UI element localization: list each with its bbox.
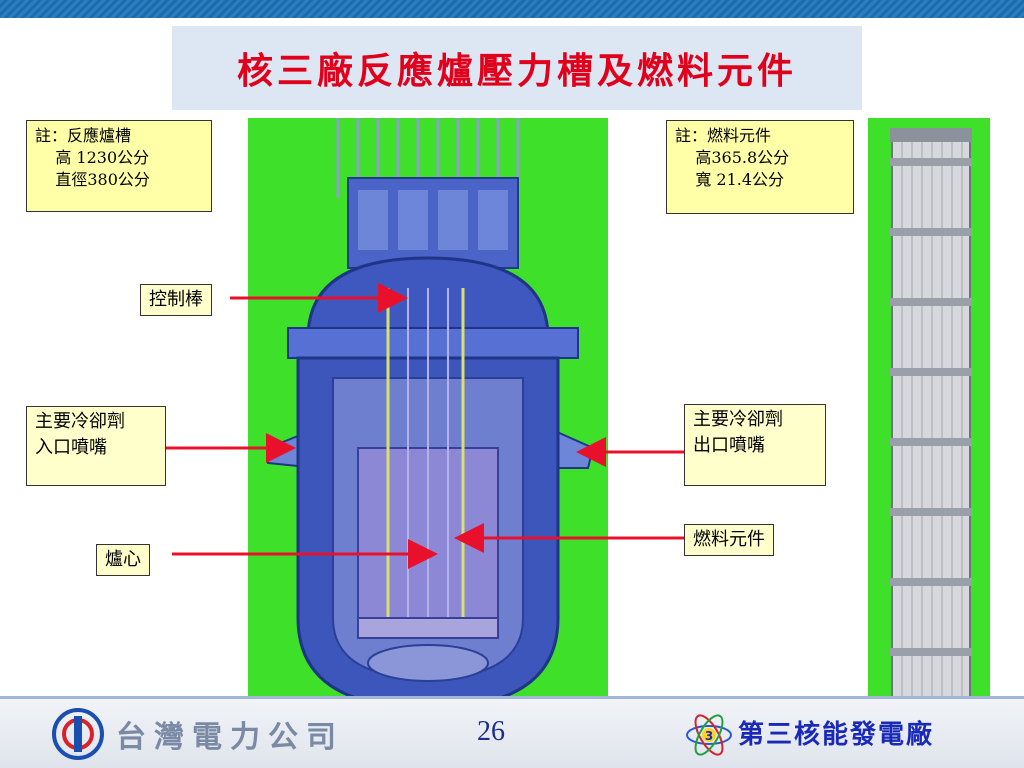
fuel-assembly-label: 燃料元件 xyxy=(684,524,774,556)
atom-logo-icon: 3 xyxy=(686,714,732,756)
control-rod-label-text: 控制棒 xyxy=(149,289,203,310)
plant-name: 第三核能發電廠 xyxy=(738,720,935,750)
coolant-inlet-label: 主要冷卻劑 入口噴嘴 xyxy=(26,406,166,486)
core-label: 爐心 xyxy=(96,544,150,576)
fuel-assembly-image xyxy=(868,118,990,734)
reactor-note-line1: 註：反應爐槽 xyxy=(35,126,132,145)
control-rod-label: 控制棒 xyxy=(140,284,212,316)
reactor-vessel-illustration xyxy=(267,118,595,710)
reactor-note-line3: 直徑380公分 xyxy=(35,170,150,189)
title-banner: 核三廠反應爐壓力槽及燃料元件 xyxy=(172,26,862,110)
coolant-inlet-line2: 入口噴嘴 xyxy=(35,437,107,458)
fuel-spec-note: 註：燃料元件 高365.8公分 寬 21.4公分 xyxy=(666,120,854,214)
reactor-vessel-image xyxy=(248,118,608,726)
footer-divider xyxy=(0,696,1024,699)
fuel-note-line1: 註：燃料元件 xyxy=(675,126,772,145)
coolant-outlet-line1: 主要冷卻劑 xyxy=(693,409,783,430)
core-label-text: 爐心 xyxy=(105,549,141,570)
top-decorative-bar xyxy=(0,0,1024,18)
fuel-note-line2: 高365.8公分 xyxy=(675,148,790,167)
atom-logo-digit: 3 xyxy=(705,729,713,743)
footer-bar xyxy=(0,696,1024,768)
fuel-note-line3: 寬 21.4公分 xyxy=(675,170,785,189)
coolant-outlet-line2: 出口噴嘴 xyxy=(693,435,765,456)
fuel-assembly-illustration xyxy=(890,128,972,725)
slide-title: 核三廠反應爐壓力槽及燃料元件 xyxy=(236,50,797,92)
fuel-assembly-label-text: 燃料元件 xyxy=(693,529,765,550)
coolant-inlet-line1: 主要冷卻劑 xyxy=(35,411,125,432)
reactor-spec-note: 註：反應爐槽 高 1230公分 直徑380公分 xyxy=(26,120,212,212)
reactor-note-line2: 高 1230公分 xyxy=(35,148,150,167)
company-name: 台灣電力公司 xyxy=(116,720,344,755)
coolant-outlet-label: 主要冷卻劑 出口噴嘴 xyxy=(684,404,826,486)
taipower-logo-icon xyxy=(52,708,104,760)
page-number: 26 xyxy=(477,716,505,747)
